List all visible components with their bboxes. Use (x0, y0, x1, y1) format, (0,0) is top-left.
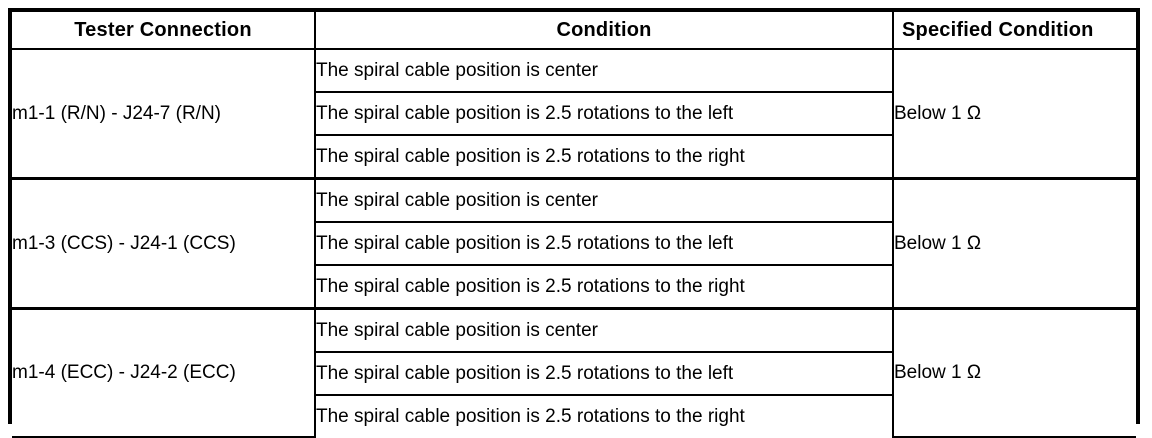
condition-cell: The spiral cable position is center (314, 307, 894, 353)
table-row: The spiral cable position is 2.5 rotatio… (12, 221, 1136, 266)
column-header-tester-connection: Tester Connection (12, 12, 316, 50)
condition-cell: The spiral cable position is center (314, 48, 894, 93)
table-row: The spiral cable position is 2.5 rotatio… (12, 394, 1136, 437)
condition-cell: The spiral cable position is 2.5 rotatio… (315, 91, 893, 136)
specified-condition-cell: Below 1 Ω (892, 177, 1136, 310)
table-row: m1-3 (CCS) - J24-1 (CCS) The spiral cabl… (12, 177, 1136, 310)
table-row: The spiral cable position is 2.5 rotatio… (12, 351, 1136, 396)
table-header: Tester Connection Condition Specified Co… (12, 12, 1136, 50)
tester-connection-cell: m1-4 (ECC) - J24-2 (ECC) (12, 307, 316, 438)
column-header-specified-condition: Specified Condition (892, 12, 1136, 50)
tester-connection-cell: m1-3 (CCS) - J24-1 (CCS) (12, 177, 316, 310)
table-row: The spiral cable position is 2.5 rotatio… (12, 134, 1136, 180)
condition-cell: The spiral cable position is 2.5 rotatio… (315, 264, 893, 310)
specified-condition-cell: Below 1 Ω (892, 307, 1136, 438)
continuity-inspection-table: Tester Connection Condition Specified Co… (12, 12, 1136, 438)
condition-cell: The spiral cable position is 2.5 rotatio… (315, 394, 893, 437)
condition-cell: The spiral cable position is 2.5 rotatio… (315, 134, 893, 180)
condition-cell: The spiral cable position is center (314, 177, 894, 223)
table-row: The spiral cable position is 2.5 rotatio… (12, 264, 1136, 310)
tester-connection-cell: m1-1 (R/N) - J24-7 (R/N) (12, 48, 316, 180)
table-row: m1-1 (R/N) - J24-7 (R/N) The spiral cabl… (12, 48, 1136, 180)
table-row: m1-4 (ECC) - J24-2 (ECC) The spiral cabl… (12, 307, 1136, 438)
spec-table-frame: Tester Connection Condition Specified Co… (8, 8, 1140, 438)
condition-cell: The spiral cable position is 2.5 rotatio… (315, 351, 893, 396)
header-row: Tester Connection Condition Specified Co… (12, 12, 1136, 50)
condition-cell: The spiral cable position is 2.5 rotatio… (315, 221, 893, 266)
column-header-condition: Condition (314, 12, 894, 50)
table-row: The spiral cable position is 2.5 rotatio… (12, 91, 1136, 136)
table-body: m1-1 (R/N) - J24-7 (R/N) The spiral cabl… (12, 48, 1136, 438)
specified-condition-cell: Below 1 Ω (892, 48, 1136, 180)
